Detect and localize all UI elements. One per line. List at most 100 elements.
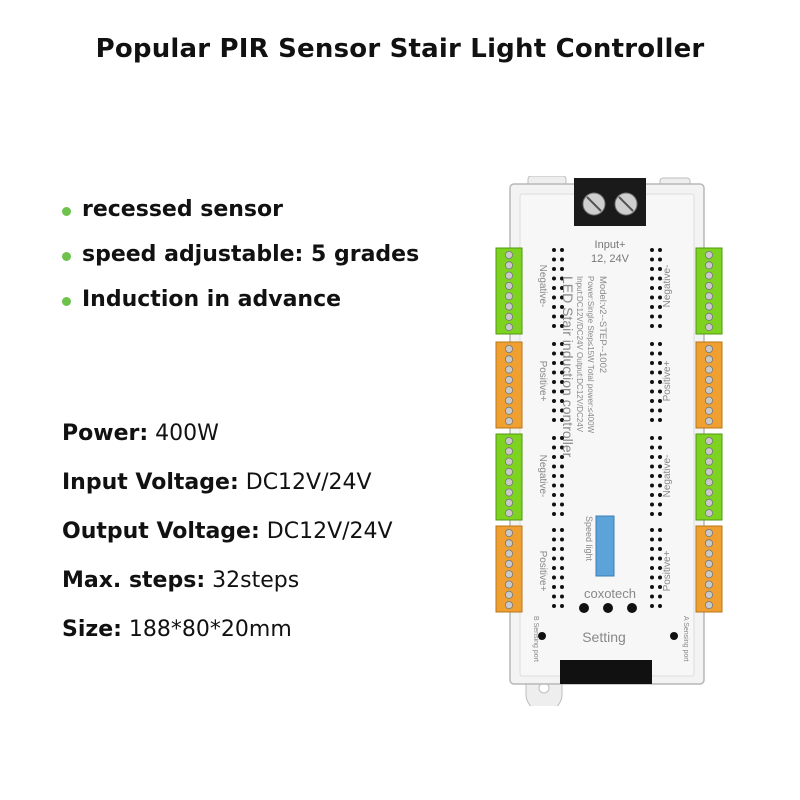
pin-dot [650, 575, 654, 580]
terminal-screw-icon [704, 590, 713, 599]
spec-value: 188*80*20mm [128, 617, 292, 642]
pin-dot [658, 566, 662, 570]
pin-dot [658, 305, 662, 309]
terminal-screw-icon [504, 601, 513, 610]
pin-dot [552, 502, 556, 507]
pin-dot [560, 408, 564, 413]
pin-dot [658, 502, 662, 507]
pin-dot [560, 436, 564, 440]
spec-value: DC12V/24V [266, 519, 393, 544]
terminal-screw-icon [504, 365, 513, 374]
right-orange-terminal-2 [695, 525, 723, 613]
terminal-screw-icon [704, 312, 713, 321]
terminal-screw-icon [504, 467, 513, 476]
spec-label: Input Voltage: [62, 470, 239, 495]
terminal-screw-icon [504, 261, 513, 270]
pin-dot [650, 483, 654, 488]
pin-dot [658, 547, 662, 551]
terminal-screw-icon [504, 375, 513, 384]
pin-dot [650, 547, 654, 551]
terminal-screw-icon [704, 251, 713, 260]
pin-dot [650, 267, 654, 271]
pin-dots [552, 248, 662, 608]
setting-button-1 [579, 603, 589, 613]
pin-dot [560, 295, 564, 300]
pin-dot [658, 248, 662, 252]
pin-dot [650, 399, 654, 403]
pin-dot [552, 248, 556, 252]
terminal-screw-icon [504, 323, 513, 332]
pin-dot [650, 408, 654, 413]
pin-dot [552, 528, 556, 532]
pin-dot [552, 464, 556, 469]
setting-button-3 [627, 603, 637, 613]
pin-dot [560, 502, 564, 507]
terminal-screw-icon [704, 261, 713, 270]
terminal-screw-icon [504, 559, 513, 568]
pin-dot [658, 370, 662, 375]
terminal-screw-icon [504, 251, 513, 260]
indicator-led-right [670, 632, 678, 640]
pin-dot [552, 257, 556, 262]
right-negative-label-2: Negative- [662, 455, 673, 498]
pin-dot [650, 257, 654, 262]
pin-dot [552, 305, 556, 309]
right-green-terminal-2 [695, 433, 723, 521]
pin-dot [560, 418, 564, 422]
pin-dot [658, 493, 662, 497]
pin-dot [560, 474, 564, 478]
terminal-screw-icon [704, 488, 713, 497]
pin-dot [560, 314, 564, 319]
pin-dot [552, 566, 556, 570]
pin-dot [658, 295, 662, 300]
terminal-screw-icon [704, 570, 713, 579]
pin-dot [658, 474, 662, 478]
pin-dot [560, 455, 564, 459]
terminal-screw-icon [504, 580, 513, 589]
left-green-terminal-1 [495, 247, 523, 335]
product-name-text: LED Stair induction controller [560, 276, 576, 458]
pin-dot [552, 276, 556, 281]
pin-dot [560, 276, 564, 281]
terminal-screw-icon [504, 488, 513, 497]
spec-label: Power: [62, 421, 149, 446]
pin-dot [560, 483, 564, 488]
pin-dot [650, 594, 654, 599]
right-orange-terminal-1 [695, 341, 723, 429]
right-negative-label-1: Negative- [662, 265, 673, 308]
pin-dot [560, 286, 564, 290]
spec-label: Size: [62, 617, 122, 642]
pin-dot [658, 324, 662, 328]
terminal-screw-icon [704, 271, 713, 280]
setting-label: Setting [582, 629, 626, 645]
pin-dot [650, 361, 654, 365]
pin-dot [552, 380, 556, 384]
pin-dot [650, 604, 654, 608]
speed-light-label: Speed light [584, 516, 594, 562]
terminal-screw-icon [704, 539, 713, 548]
pin-dot [658, 351, 662, 356]
terminal-screw-icon [704, 447, 713, 456]
pin-dot [650, 585, 654, 589]
terminal-screw-icon [504, 457, 513, 466]
pin-dot [658, 342, 662, 346]
pin-dot [560, 305, 564, 309]
terminal-screw-icon [504, 478, 513, 487]
sensing-port-b-label: B Sensing port [532, 616, 539, 662]
brand-label: coxotech [584, 586, 636, 601]
pin-dot [650, 528, 654, 532]
pin-dot [650, 464, 654, 469]
pin-dot [650, 474, 654, 478]
pin-dot [552, 361, 556, 365]
pin-dot [552, 594, 556, 599]
indicator-led-left [538, 632, 546, 640]
terminal-screw-icon [504, 292, 513, 301]
pin-dot [552, 286, 556, 290]
spec-input-voltage: Input Voltage: DC12V/24V [62, 463, 393, 512]
terminal-screw-icon [504, 509, 513, 518]
pin-dot [658, 483, 662, 488]
terminal-screw-icon [704, 457, 713, 466]
page-title: Popular PIR Sensor Stair Light Controlle… [95, 34, 705, 64]
pin-dot [552, 585, 556, 589]
pin-dot [650, 286, 654, 290]
